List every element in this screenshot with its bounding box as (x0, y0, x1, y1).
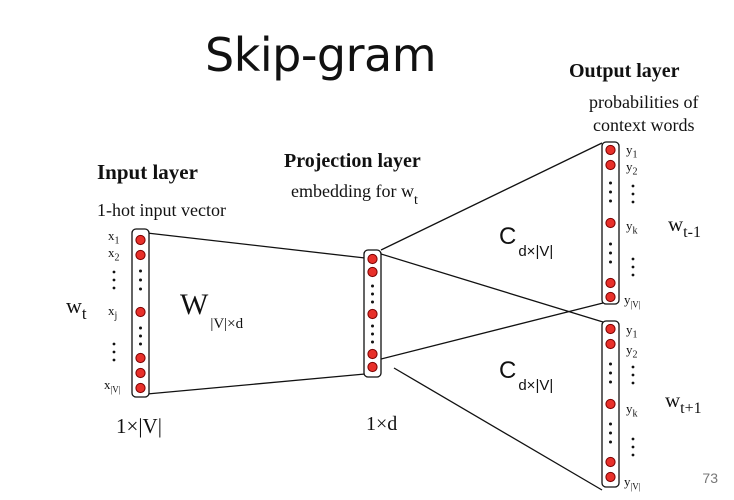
input-label-x2: x2 (108, 245, 120, 264)
output-bottom-label-y1: y1 (626, 322, 638, 341)
output-layer-subheading-2: context words (593, 115, 695, 135)
context-word-bottom: wt+1 (665, 388, 702, 417)
projection-node (367, 253, 378, 265)
line-proj-to-bottom-output-top (380, 302, 604, 360)
output-bottom-label-y2: y2 (626, 342, 638, 361)
output-top-label-yk: yk (626, 218, 638, 237)
projection-layer-heading: Projection layer (284, 150, 421, 172)
input-layer-heading: Input layer (97, 160, 198, 184)
input-node (135, 382, 146, 394)
output-bottom-ellipsis (609, 362, 612, 444)
context-word-top: wt-1 (668, 212, 701, 241)
output-top-label-yv: y|V| (624, 292, 641, 310)
input-dimension: 1×|V| (116, 414, 162, 438)
output-node (605, 323, 616, 335)
weight-matrix-w: W|V|×d (180, 288, 244, 332)
output-top-label-y1: y1 (626, 142, 638, 161)
output-layer-subheading-1: probabilities of (589, 92, 699, 112)
input-label-x1: x1 (108, 228, 120, 247)
projection-layer-subheading: embedding for wt (291, 181, 418, 208)
context-matrix-bottom: Cd×|V| (499, 357, 554, 394)
output-top-label-ellipsis (631, 184, 635, 277)
line-input-top (146, 232, 366, 259)
projection-node (367, 361, 378, 373)
input-word-label: wt (66, 293, 87, 323)
input-node (135, 234, 146, 246)
projection-vector (363, 249, 382, 378)
output-bottom-label-ellipsis (631, 365, 635, 457)
projection-node (367, 308, 378, 320)
output-node (605, 291, 616, 303)
input-node (135, 249, 146, 261)
output-node (605, 144, 616, 156)
line-proj-to-bottom-output-bottom (393, 367, 603, 491)
output-bottom-label-yk: yk (626, 401, 638, 420)
input-layer-subheading: 1-hot input vector (97, 200, 226, 220)
input-ellipsis (139, 269, 142, 346)
output-node (605, 456, 616, 468)
context-matrix-top: Cd×|V| (499, 223, 554, 260)
output-top-label-y2: y2 (626, 159, 638, 178)
output-bottom-label-yv: y|V| (624, 474, 641, 492)
projection-dimension: 1×d (366, 413, 398, 435)
line-input-bottom (146, 373, 366, 395)
projection-ellipsis (371, 284, 374, 344)
output-node (605, 159, 616, 171)
output-vector-top (601, 141, 635, 305)
input-label-ellipsis (112, 270, 116, 362)
output-top-ellipsis (609, 181, 612, 264)
output-node (605, 398, 616, 410)
input-node (135, 367, 146, 379)
output-node (605, 471, 616, 483)
slide-number: 73 (702, 470, 718, 486)
projection-node (367, 348, 378, 360)
output-layer-heading: Output layer (569, 60, 680, 82)
output-node (605, 217, 616, 229)
input-vector (112, 228, 150, 398)
output-vector-bottom (601, 320, 635, 488)
input-node (135, 352, 146, 364)
projection-node (367, 266, 378, 278)
output-node (605, 338, 616, 350)
slide-title: Skip-gram (205, 28, 437, 82)
line-proj-to-top-output-bottom (380, 253, 604, 323)
output-node (605, 277, 616, 289)
input-node (135, 306, 146, 318)
connection-lines (146, 142, 604, 491)
input-label-xj: xj (108, 303, 118, 322)
line-proj-to-top-output-top (380, 142, 603, 251)
input-label-xv: x|V| (104, 377, 121, 395)
